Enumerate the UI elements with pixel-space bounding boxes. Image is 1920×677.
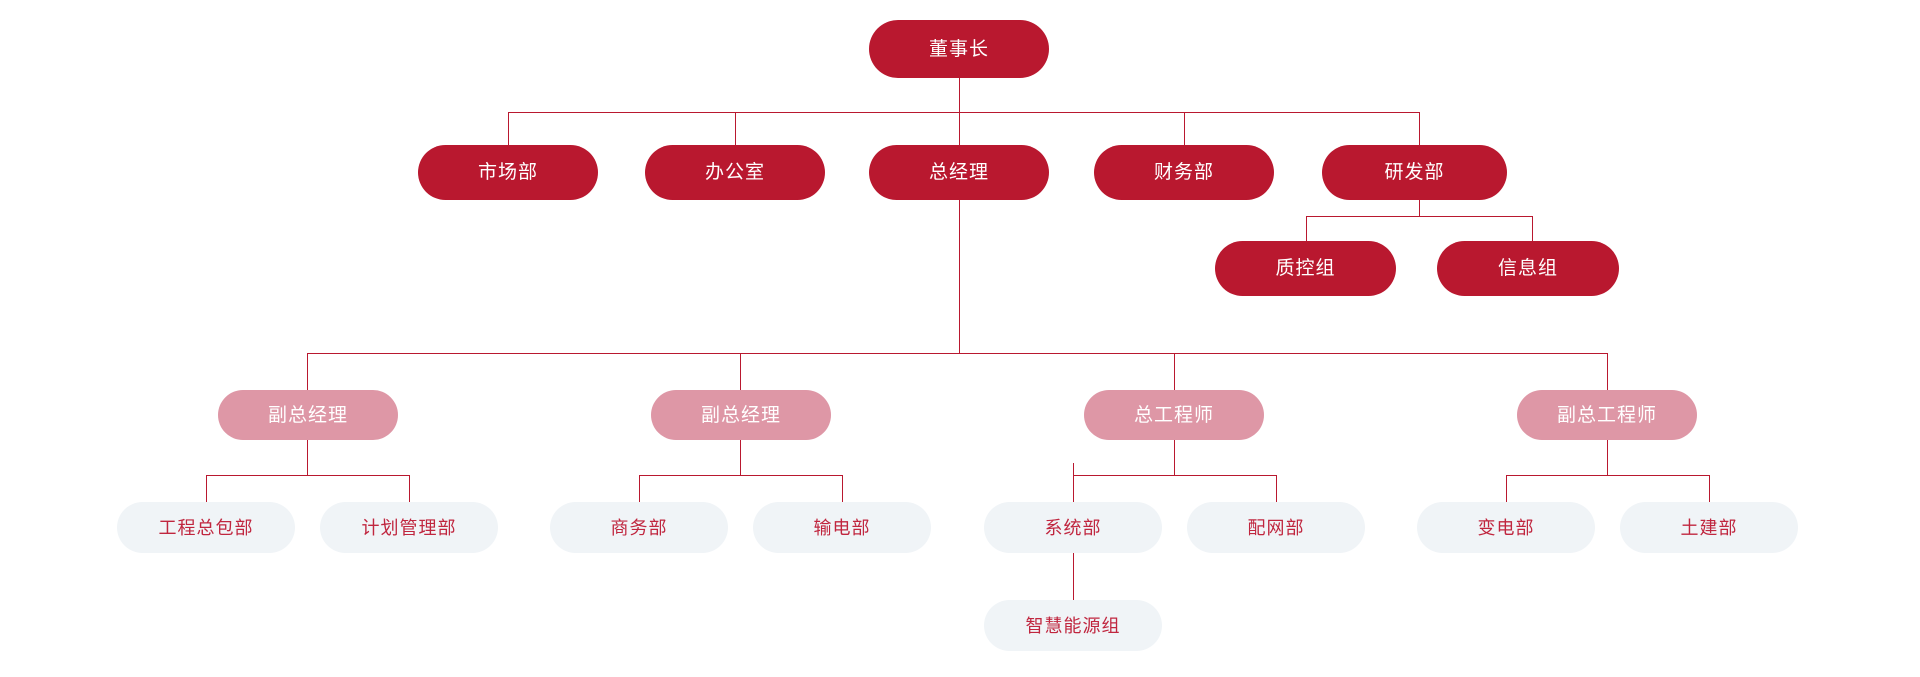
node-deputy-gm-2[interactable]: 副总经理: [651, 390, 831, 440]
edge-drop-rnd: [1419, 112, 1420, 145]
edge-drop-qc-group: [1306, 216, 1307, 241]
node-marketing-label: 市场部: [477, 162, 538, 183]
node-general-manager-label: 总经理: [928, 162, 989, 183]
edge-chief-engineer-bus: [1073, 475, 1276, 476]
node-deputy-gm-1[interactable]: 副总经理: [218, 390, 398, 440]
node-substation[interactable]: 变电部: [1417, 502, 1595, 553]
node-chief-engineer-label: 总工程师: [1133, 404, 1214, 426]
node-deputy-chief-eng-label: 副总工程师: [1556, 404, 1657, 426]
node-planning[interactable]: 计划管理部: [320, 502, 498, 553]
node-substation-label: 变电部: [1477, 517, 1535, 538]
node-rnd-label: 研发部: [1384, 162, 1445, 183]
node-civil[interactable]: 土建部: [1620, 502, 1798, 553]
node-qc-group-label: 质控组: [1275, 258, 1336, 279]
node-info-group[interactable]: 信息组: [1437, 241, 1619, 296]
edge-drop-distribution: [1276, 475, 1277, 502]
edge-drop-general-manager: [959, 112, 960, 145]
edge-deputy-gm-2-bus: [639, 475, 842, 476]
edge-drop-info-group: [1532, 216, 1533, 241]
node-transmission[interactable]: 输电部: [753, 502, 931, 553]
edge-drop-deputy-gm-1: [307, 353, 308, 390]
node-deputy-chief-eng[interactable]: 副总工程师: [1517, 390, 1697, 440]
node-chief-engineer[interactable]: 总工程师: [1084, 390, 1264, 440]
node-general-manager[interactable]: 总经理: [869, 145, 1049, 200]
node-distribution[interactable]: 配网部: [1187, 502, 1365, 553]
node-smart-energy-label: 智慧能源组: [1025, 615, 1121, 636]
edge-drop-deputy-chief-eng: [1607, 353, 1608, 390]
node-smart-energy[interactable]: 智慧能源组: [984, 600, 1162, 651]
node-chairman-label: 董事长: [928, 38, 989, 60]
edge-drop-transmission: [842, 475, 843, 502]
edge-row3-bus: [307, 353, 1607, 354]
node-epc-label: 工程总包部: [158, 517, 254, 538]
node-commerce[interactable]: 商务部: [550, 502, 728, 553]
node-systems[interactable]: 系统部: [984, 502, 1162, 553]
edge-drop-epc: [206, 475, 207, 502]
node-civil-label: 土建部: [1680, 517, 1738, 538]
edge-drop-chief-engineer: [1174, 353, 1175, 390]
node-planning-label: 计划管理部: [361, 517, 457, 538]
edge-deputy-chief-eng-bus: [1506, 475, 1709, 476]
edge-chairman-stem: [959, 78, 960, 112]
node-qc-group[interactable]: 质控组: [1215, 241, 1396, 296]
node-systems-label: 系统部: [1044, 517, 1102, 538]
node-finance-label: 财务部: [1153, 162, 1214, 183]
node-epc[interactable]: 工程总包部: [117, 502, 295, 553]
node-deputy-gm-2-label: 副总经理: [700, 404, 781, 426]
edge-drop-deputy-gm-2: [740, 353, 741, 390]
node-office-label: 办公室: [704, 162, 765, 183]
edge-drop-marketing: [508, 112, 509, 145]
edge-row2-bus: [508, 112, 1419, 113]
edge-chief-engineer-stem: [1174, 412, 1175, 475]
node-chairman[interactable]: 董事长: [869, 20, 1049, 78]
node-office[interactable]: 办公室: [645, 145, 825, 200]
edge-general-manager-stem: [959, 172, 960, 353]
edge-drop-civil: [1709, 475, 1710, 502]
node-deputy-gm-1-label: 副总经理: [267, 404, 348, 426]
node-transmission-label: 输电部: [813, 517, 871, 538]
edge-drop-planning: [409, 475, 410, 502]
edge-deputy-chief-eng-stem: [1607, 412, 1608, 475]
edge-drop-commerce: [639, 475, 640, 502]
edge-drop-finance: [1184, 112, 1185, 145]
node-info-group-label: 信息组: [1497, 258, 1558, 279]
node-rnd[interactable]: 研发部: [1322, 145, 1507, 200]
node-commerce-label: 商务部: [610, 517, 668, 538]
edge-deputy-gm-1-bus: [206, 475, 409, 476]
node-marketing[interactable]: 市场部: [418, 145, 598, 200]
edge-deputy-gm-1-stem: [307, 412, 308, 475]
edge-drop-office: [735, 112, 736, 145]
node-finance[interactable]: 财务部: [1094, 145, 1274, 200]
edge-deputy-gm-2-stem: [740, 412, 741, 475]
node-distribution-label: 配网部: [1247, 517, 1305, 538]
edge-drop-substation: [1506, 475, 1507, 502]
edge-rnd-bus: [1306, 216, 1532, 217]
